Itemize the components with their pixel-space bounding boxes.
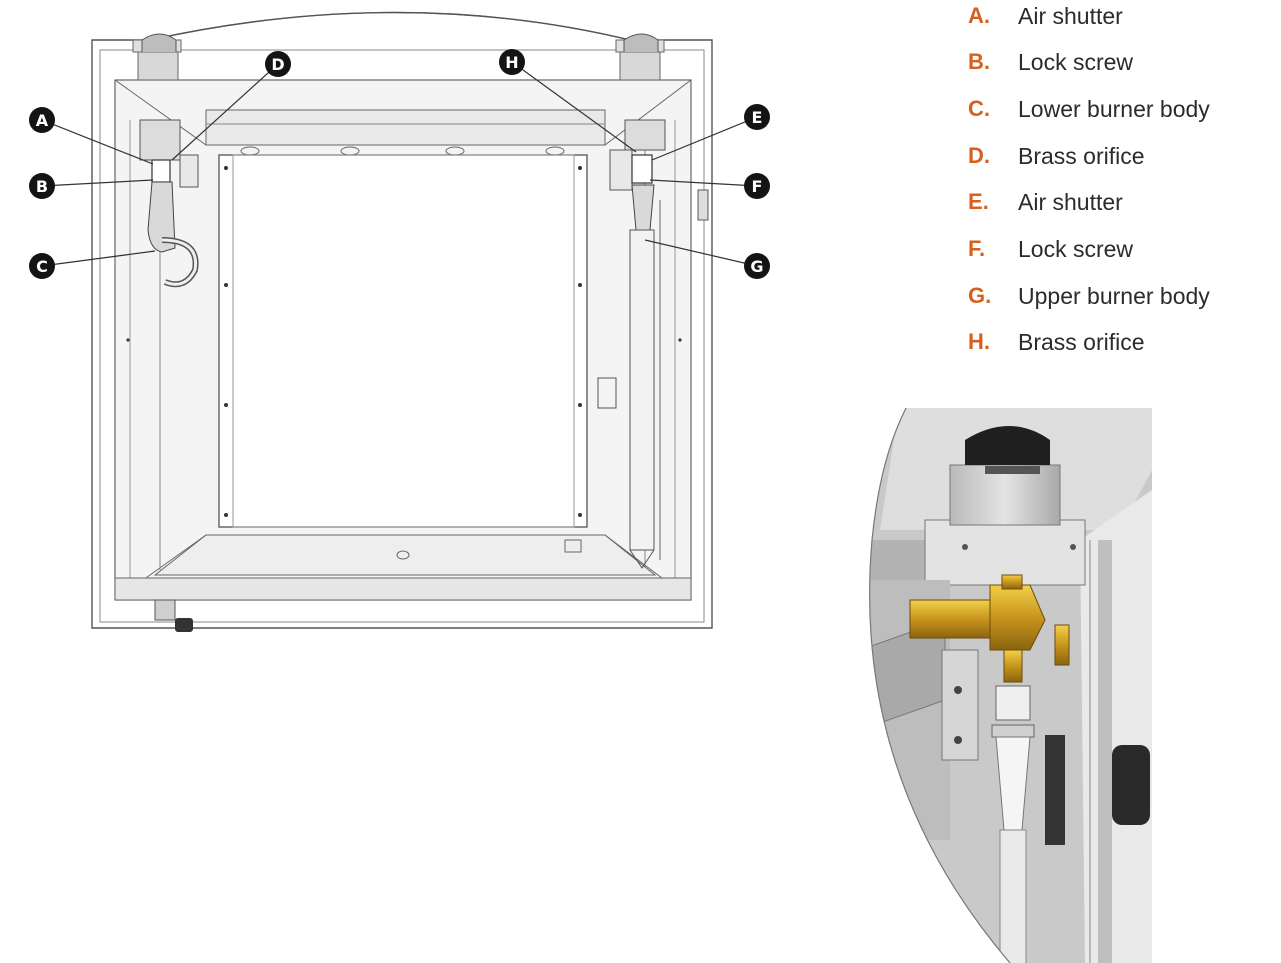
callout-marker-b: B bbox=[29, 173, 55, 199]
burner-detail-view bbox=[869, 407, 1152, 963]
legend-item-h: H. Brass orifice bbox=[968, 327, 1145, 357]
legend-letter: B. bbox=[968, 49, 991, 74]
svg-text:B: B bbox=[36, 177, 48, 196]
callout-marker-f: F bbox=[744, 173, 770, 199]
callout-marker-e: E bbox=[744, 104, 770, 130]
callout-marker-a: A bbox=[29, 107, 55, 133]
legend-label: Air shutter bbox=[1018, 188, 1123, 215]
legend-item-c: C. Lower burner body bbox=[968, 94, 1210, 124]
callout-marker-c: C bbox=[29, 253, 55, 279]
legend-letter: A. bbox=[968, 3, 991, 28]
svg-text:H: H bbox=[505, 53, 518, 72]
legend-label: Upper burner body bbox=[1018, 282, 1210, 309]
svg-text:D: D bbox=[271, 55, 284, 74]
legend-item-g: G. Upper burner body bbox=[968, 281, 1210, 311]
legend-item-e: E. Air shutter bbox=[968, 187, 1123, 217]
legend-letter: F. bbox=[968, 236, 986, 261]
callout-marker-h: H bbox=[499, 49, 525, 75]
legend-letter: G. bbox=[968, 283, 992, 308]
legend-letter: D. bbox=[968, 143, 991, 168]
legend-label: Lower burner body bbox=[1018, 95, 1210, 122]
legend-item-f: F. Lock screw bbox=[968, 234, 1133, 264]
legend-label: Lock screw bbox=[1018, 48, 1134, 75]
svg-text:F: F bbox=[752, 177, 763, 196]
callout-marker-d: D bbox=[265, 51, 291, 77]
svg-text:E: E bbox=[752, 108, 763, 127]
svg-text:C: C bbox=[36, 257, 48, 276]
svg-text:G: G bbox=[750, 257, 763, 276]
fireplace-main-view bbox=[91, 11, 713, 632]
legend-label: Brass orifice bbox=[1018, 328, 1145, 355]
legend-label: Lock screw bbox=[1018, 235, 1134, 262]
legend-item-d: D. Brass orifice bbox=[968, 141, 1145, 171]
legend-item-b: B. Lock screw bbox=[968, 47, 1133, 77]
legend-letter: H. bbox=[968, 329, 991, 354]
legend-letter: C. bbox=[968, 96, 991, 121]
legend-letter: E. bbox=[968, 189, 989, 214]
callout-marker-g: G bbox=[744, 253, 770, 279]
svg-text:A: A bbox=[36, 111, 49, 130]
legend-item-a: A. Air shutter bbox=[968, 1, 1123, 31]
legend-label: Brass orifice bbox=[1018, 142, 1145, 169]
legend-label: Air shutter bbox=[1018, 2, 1123, 29]
callout-leader-lines bbox=[41, 61, 758, 267]
